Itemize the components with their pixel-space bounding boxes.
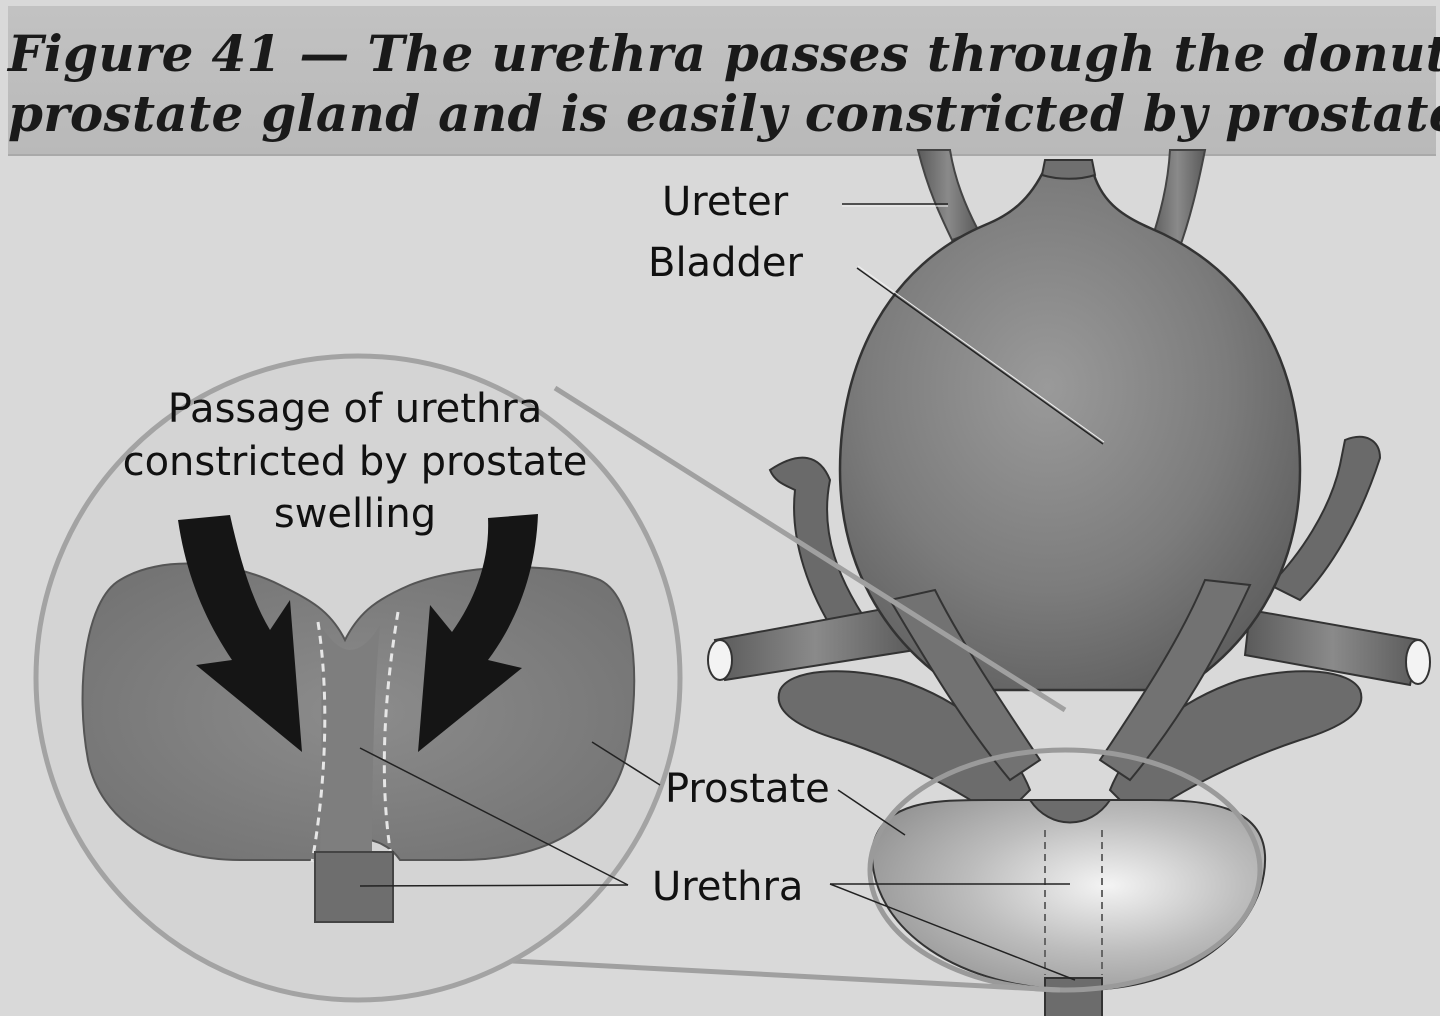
ureter-left-tube (918, 150, 978, 240)
inset-caption-line-2: constricted by prostate (123, 439, 588, 485)
leader-urethra-inset-2 (360, 885, 628, 886)
inset-caption-line-1: Passage of urethra (168, 386, 543, 432)
label-urethra: Urethra (652, 864, 803, 910)
tube-right-opening (1406, 640, 1430, 684)
urethra-exit-tube (1045, 978, 1102, 1016)
inset-urethra-channel (320, 625, 380, 855)
label-prostate: Prostate (665, 766, 830, 812)
bladder-dome-top (1042, 160, 1095, 179)
prostate-main (872, 800, 1265, 990)
label-ureter: Ureter (662, 179, 789, 225)
tube-left-opening (708, 640, 732, 680)
inset-urethra-outlet (315, 852, 393, 922)
label-bladder: Bladder (648, 240, 803, 286)
inset-caption-line-3: swelling (274, 491, 436, 537)
